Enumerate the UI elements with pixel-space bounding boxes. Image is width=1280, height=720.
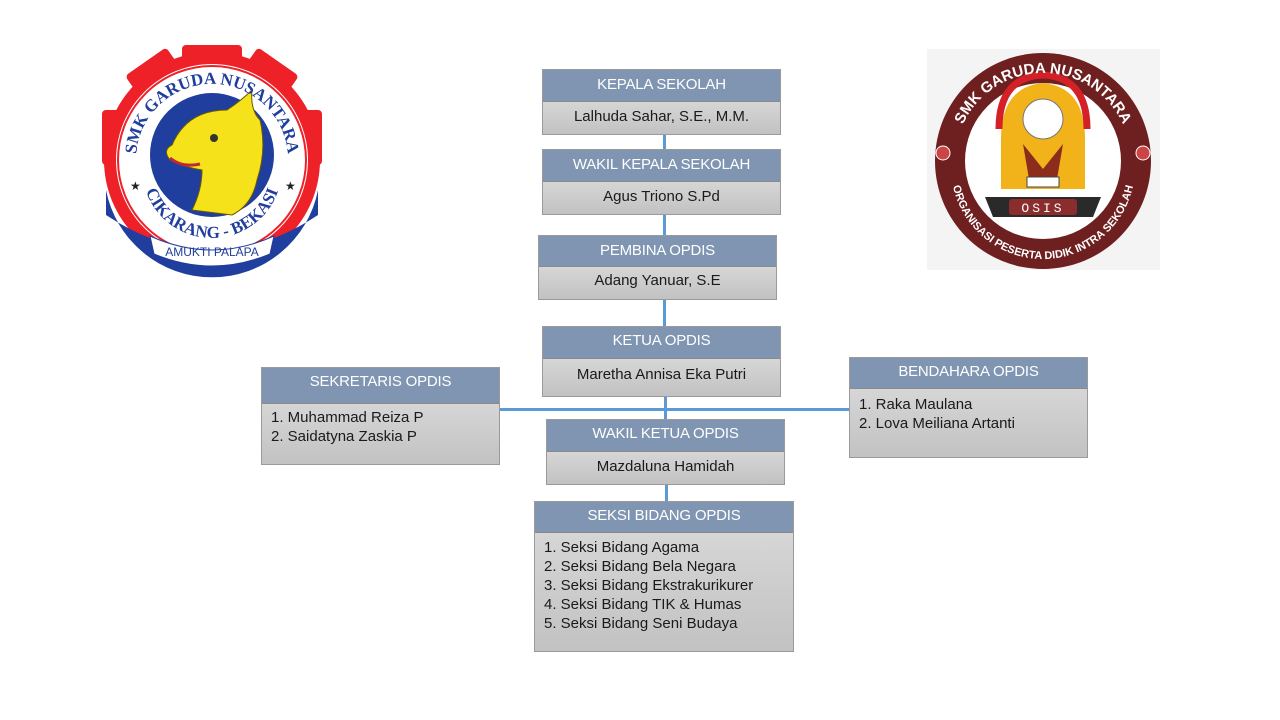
connector-kepala-wakil bbox=[663, 134, 666, 150]
sekretaris-member: 1. Muhammad Reiza P bbox=[271, 409, 424, 426]
ketua-opdis-title: KETUA OPDIS bbox=[543, 327, 780, 359]
svg-text:★: ★ bbox=[130, 179, 141, 193]
sekretaris-opdis-title: SEKRETARIS OPDIS bbox=[262, 368, 499, 404]
seksi-bidang-item: 2. Seksi Bidang Bela Negara bbox=[544, 558, 736, 575]
sekretaris-opdis-members: 1. Muhammad Reiza P 2. Saidatyna Zaskia … bbox=[262, 404, 499, 464]
sekretaris-member: 2. Saidatyna Zaskia P bbox=[271, 428, 417, 445]
bendahara-opdis-box: BENDAHARA OPDIS 1. Raka Maulana 2. Lova … bbox=[849, 357, 1088, 458]
pembina-opdis-name: Adang Yanuar, S.E bbox=[539, 267, 776, 299]
seksi-bidang-opdis-title: SEKSI BIDANG OPDIS bbox=[535, 502, 793, 533]
seksi-bidang-opdis-box: SEKSI BIDANG OPDIS 1. Seksi Bidang Agama… bbox=[534, 501, 794, 652]
bendahara-member: 2. Lova Meiliana Artanti bbox=[859, 415, 1015, 432]
svg-text:OSIS: OSIS bbox=[1021, 201, 1064, 216]
connector-horizontal-branch bbox=[499, 408, 850, 411]
wakil-ketua-opdis-box: WAKIL KETUA OPDIS Mazdaluna Hamidah bbox=[546, 419, 785, 485]
kepala-sekolah-box: KEPALA SEKOLAH Lalhuda Sahar, S.E., M.M. bbox=[542, 69, 781, 135]
bendahara-opdis-title: BENDAHARA OPDIS bbox=[850, 358, 1087, 389]
wakil-ketua-opdis-title: WAKIL KETUA OPDIS bbox=[547, 420, 784, 452]
seksi-bidang-opdis-members: 1. Seksi Bidang Agama 2. Seksi Bidang Be… bbox=[535, 533, 793, 651]
bendahara-member: 1. Raka Maulana bbox=[859, 396, 973, 413]
connector-wakil-pembina bbox=[663, 214, 666, 236]
connector-wakilketua-seksi bbox=[665, 484, 668, 502]
kepala-sekolah-title: KEPALA SEKOLAH bbox=[543, 70, 780, 102]
seksi-bidang-item: 1. Seksi Bidang Agama bbox=[544, 539, 700, 556]
kepala-sekolah-name: Lalhuda Sahar, S.E., M.M. bbox=[543, 102, 780, 134]
ketua-opdis-box: KETUA OPDIS Maretha Annisa Eka Putri bbox=[542, 326, 781, 397]
wakil-kepala-sekolah-box: WAKIL KEPALA SEKOLAH Agus Triono S.Pd bbox=[542, 149, 781, 215]
osis-logo: OSIS SMK GARUDA NUSANTARA ORGANISASI PES… bbox=[927, 49, 1160, 270]
pembina-opdis-title: PEMBINA OPDIS bbox=[539, 236, 776, 267]
seksi-bidang-item: 5. Seksi Bidang Seni Budaya bbox=[544, 615, 738, 632]
wakil-kepala-sekolah-title: WAKIL KEPALA SEKOLAH bbox=[543, 150, 780, 182]
svg-text:★: ★ bbox=[285, 179, 296, 193]
wakil-kepala-sekolah-name: Agus Triono S.Pd bbox=[543, 182, 780, 214]
seksi-bidang-item: 3. Seksi Bidang Ekstrakurikurer bbox=[544, 577, 754, 594]
osis-emblem-icon: OSIS SMK GARUDA NUSANTARA ORGANISASI PES… bbox=[935, 53, 1151, 269]
garuda-emblem-icon: SMK GARUDA NUSANTARA CIKARANG - BEKASI ★… bbox=[102, 45, 322, 278]
sekretaris-opdis-box: SEKRETARIS OPDIS 1. Muhammad Reiza P 2. … bbox=[261, 367, 500, 465]
svg-text:AMUKTI PALAPA: AMUKTI PALAPA bbox=[165, 245, 259, 259]
connector-pembina-ketua bbox=[663, 299, 666, 326]
wakil-ketua-opdis-name: Mazdaluna Hamidah bbox=[547, 452, 784, 484]
ketua-opdis-name: Maretha Annisa Eka Putri bbox=[543, 359, 780, 396]
bendahara-opdis-members: 1. Raka Maulana 2. Lova Meiliana Artanti bbox=[850, 389, 1087, 457]
pembina-opdis-box: PEMBINA OPDIS Adang Yanuar, S.E bbox=[538, 235, 777, 300]
smk-garuda-nusantara-logo: SMK GARUDA NUSANTARA CIKARANG - BEKASI ★… bbox=[92, 40, 332, 280]
seksi-bidang-item: 4. Seksi Bidang TIK & Humas bbox=[544, 596, 742, 613]
